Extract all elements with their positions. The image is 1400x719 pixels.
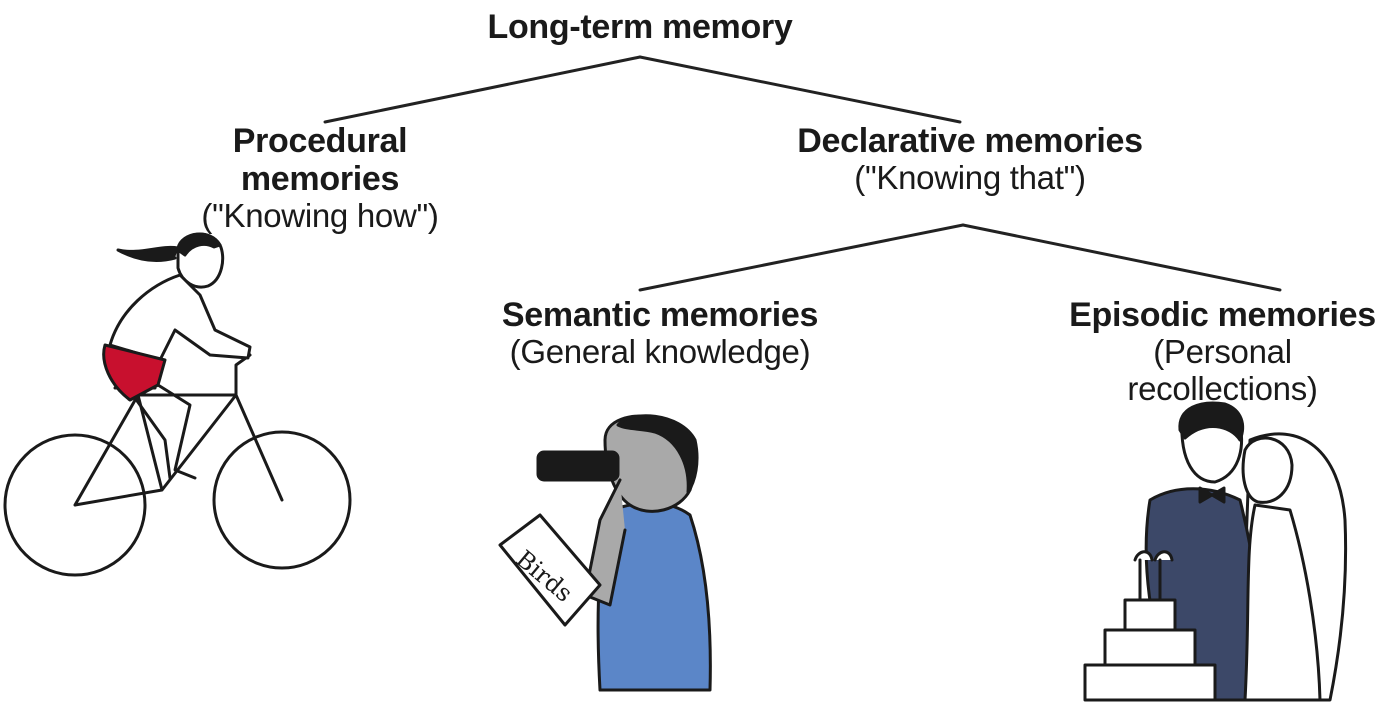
episodic-subtitle-line2: recollections) <box>1127 370 1318 408</box>
rider-torso <box>108 273 252 362</box>
node-long-term-memory: Long-term memory <box>440 8 840 46</box>
declarative-title: Declarative memories <box>797 122 1143 160</box>
bride-head <box>1241 436 1294 504</box>
connector-root-to-procedural <box>323 55 642 124</box>
node-semantic-memories: Semantic memories (General knowledge) <box>470 296 850 371</box>
long-term-memory-title: Long-term memory <box>487 8 793 46</box>
birdwatcher-illustration: Birds <box>498 414 712 692</box>
wedding-couple-illustration <box>1083 401 1348 702</box>
connector-declarative-to-episodic <box>961 223 1282 292</box>
bird-book-icon: Birds <box>498 513 602 627</box>
bicycle-frame <box>73 393 284 507</box>
semantic-title: Semantic memories <box>501 296 819 334</box>
bicycle-handlebar <box>234 353 252 397</box>
wedding-cake-icon <box>1083 550 1217 702</box>
procedural-title-line1: Procedural <box>232 122 408 160</box>
cyclist-illustration <box>3 232 352 577</box>
episodic-title: Episodic memories <box>1069 296 1376 334</box>
bicycle-front-wheel-icon <box>212 430 352 570</box>
binoculars-icon <box>536 450 620 482</box>
node-declarative-memories: Declarative memories ("Knowing that") <box>760 122 1180 197</box>
bicycle-rear-wheel-icon <box>3 433 147 577</box>
bride-dress <box>1243 503 1322 702</box>
rider-ponytail <box>116 245 180 262</box>
birdwatcher-hair <box>616 414 699 494</box>
groom-hair <box>1178 401 1245 442</box>
procedural-subtitle: ("Knowing how") <box>201 197 439 235</box>
connector-declarative-to-semantic <box>638 223 965 292</box>
rider-legs <box>133 383 197 480</box>
semantic-subtitle: (General knowledge) <box>509 333 811 371</box>
episodic-subtitle-line1: (Personal <box>1153 333 1292 371</box>
node-procedural-memories: Procedural memories ("Knowing how") <box>150 122 490 235</box>
node-episodic-memories: Episodic memories (Personal recollection… <box>1045 296 1400 408</box>
connector-root-to-declarative <box>638 55 962 124</box>
procedural-title-line2: memories <box>240 160 400 199</box>
declarative-subtitle: ("Knowing that") <box>854 159 1086 197</box>
bow-tie-icon <box>1198 486 1226 504</box>
cake-topper-figures <box>1133 550 1174 602</box>
rider-hair <box>176 232 222 257</box>
rider-red-shorts <box>102 343 167 402</box>
